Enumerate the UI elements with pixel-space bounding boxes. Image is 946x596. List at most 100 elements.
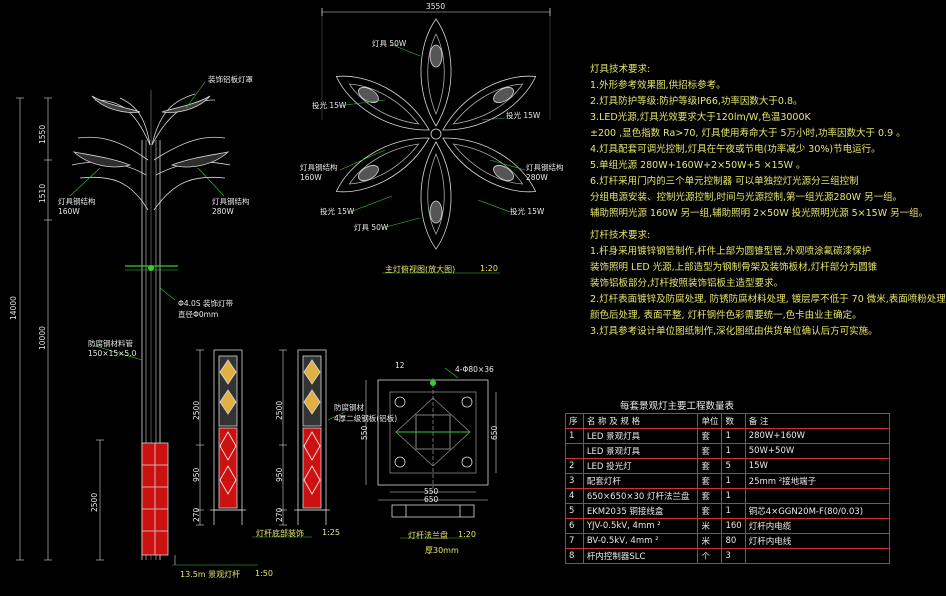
plate-hole2-label: 4-Φ80×36	[455, 365, 494, 374]
table-cell: 1	[721, 428, 746, 444]
table-cell: YJV-0.5kV, 4mm ²	[582, 518, 699, 534]
table-cell: LED 景观灯具	[582, 428, 699, 444]
note-line: 6.灯杆采用门内的三个单元控制器 可以单独控灯光源分三组控制	[590, 176, 859, 187]
flange-plate	[365, 367, 497, 539]
table-cell: 5	[565, 503, 584, 519]
table-cell: 杆内控制器SLC	[582, 548, 699, 564]
table-cell	[565, 443, 584, 459]
dim-upper2: 1510	[38, 183, 47, 203]
table-cell: 1	[721, 503, 746, 519]
label-top-arm: 装饰铝板灯罩	[208, 75, 253, 84]
table-cell: 3	[565, 473, 584, 489]
flower-label-6: 投光 15W	[506, 111, 541, 120]
flower-label-4: 投光 15W	[320, 207, 355, 216]
table-header-cell: 备 注	[744, 413, 891, 429]
dim-plate-h2: 650	[490, 425, 499, 440]
flower-label-3: 灯具钢结构 160W	[300, 163, 338, 182]
drawing-svg	[16, 8, 551, 566]
note-line: 装饰铝板部分,灯杆按照装饰铝板主造型要求。	[590, 278, 784, 289]
table-cell: LED 景观灯具	[582, 443, 699, 459]
table-cell: 2	[565, 458, 584, 474]
dim-plate-h: 550	[360, 425, 369, 440]
petal	[335, 75, 430, 131]
flower-label-5: 灯具 50W	[354, 223, 389, 232]
caption-plate: 灯杆法兰盘	[408, 531, 448, 540]
table-cell: 套	[697, 473, 723, 489]
note-line: 灯杆技术要求:	[590, 230, 651, 241]
table-cell: 个	[697, 548, 723, 564]
table-cell	[744, 548, 891, 564]
table-title: 每套景观灯主要工程数量表	[620, 401, 735, 412]
note-line: 灯具技术要求:	[590, 64, 651, 75]
flower-label-2: 投光 15W	[312, 101, 347, 110]
table-cell: EKM2035 铜接线盒	[582, 503, 699, 519]
table-cell: 套	[697, 443, 723, 459]
table-cell: 15W	[744, 458, 891, 474]
table-cell: 50W+50W	[744, 443, 891, 459]
table-cell: 套	[697, 428, 723, 444]
dim-upper1: 1550	[38, 124, 47, 144]
caption-flower-scale: 1:20	[480, 264, 498, 273]
table-cell: 米	[697, 518, 723, 534]
caption-flower: 主灯俯视图(放大图)	[385, 265, 456, 274]
caption-pole: 13.5m 景观灯杆	[180, 570, 241, 579]
pole-base-panels	[141, 442, 169, 556]
table-cell: 7	[565, 533, 584, 549]
caption-panel: 灯杆底部装饰	[256, 529, 304, 538]
table-cell: 80	[721, 533, 746, 549]
table-header-cell: 序	[565, 413, 584, 429]
note-line: ±200 ,显色指数 Ra>70, 灯具使用寿命大于 5万小时,功率因数大于 0…	[590, 128, 906, 139]
table-cell: 650×650×30 灯杆法兰盘	[582, 488, 699, 504]
note-line: 2.灯具防护等级:防护等级IP66,功率因数大于0.8。	[590, 96, 803, 107]
flower-label-1: 灯具 50W	[372, 39, 407, 48]
dim-panel-h6: 270	[275, 507, 284, 522]
table-cell: 1	[721, 488, 746, 504]
base-panel-right	[294, 349, 346, 525]
note-line: 颜色后处理, 表面平整, 灯杆钢件色彩需要统一,色卡由业主确定。	[590, 310, 862, 321]
plate-hole-label: 12	[395, 361, 405, 370]
label-side-note: 防腐钢材料管 150×15×5.0	[88, 339, 137, 358]
table-cell: 25mm ²接地端子	[744, 473, 891, 489]
dim-panel-h4: 2500	[275, 400, 284, 420]
petal	[442, 75, 537, 131]
note-line: 4.灯具配套可调光控制,灯具在午夜或节电(功率减少 30%)节电运行。	[590, 144, 881, 155]
dim-panel-h2: 950	[192, 467, 201, 482]
flower-label-8: 投光 15W	[510, 207, 545, 216]
dim-flower-width: 3550	[426, 2, 446, 11]
table-cell: 米	[697, 533, 723, 549]
table-cell	[744, 488, 891, 504]
note-line: 3.灯具参考设计单位图纸制作,深化图纸由供货单位确认后方可实施。	[590, 326, 878, 337]
label-mid-ring: Φ4.0S 装饰灯带 直径Φ0mm	[178, 299, 233, 319]
note-line: 2.灯杆表面镀锌及防腐处理, 防锈防腐材料处理, 镀层厚不低于 70 微米,表面…	[590, 294, 946, 305]
table-cell: 280W+160W	[744, 428, 891, 444]
table-cell: 3	[721, 548, 746, 564]
table-cell: 4	[565, 488, 584, 504]
table-cell: BV-0.5kV, 4mm ²	[582, 533, 699, 549]
flower-top-view	[321, 8, 551, 274]
table-header-cell: 单位	[697, 413, 723, 429]
table-cell: 套	[697, 488, 723, 504]
dim-plate-w: 550	[424, 487, 439, 496]
note-line: 装饰照明 LED 光源,上部造型为钢制骨架及装饰板材,灯杆部分为圆锥	[590, 262, 878, 273]
table-header-cell: 数	[721, 413, 746, 429]
dim-base: 2500	[90, 492, 99, 512]
caption-plate-sub: 厚30mm	[425, 546, 459, 555]
table-cell: 8	[565, 548, 584, 564]
table-cell: 灯杆内电缆	[744, 518, 891, 534]
table-header-cell: 名 称 及 规 格	[582, 413, 699, 429]
note-line: 分组电源安装、控制光源控制,时间与光源控制,第一组光源280W 另一组。	[590, 192, 903, 203]
table-cell: LED 投光灯	[582, 458, 699, 474]
label-lamp-left: 灯具钢结构 160W	[58, 197, 96, 216]
note-line: 5.单组光源 280W+160W+2×50W+5 ×15W 。	[590, 160, 806, 171]
dim-panel-h1: 2500	[192, 400, 201, 420]
table-cell: 1	[721, 443, 746, 459]
flower-label-7: 灯具钢结构 280W	[526, 163, 564, 182]
